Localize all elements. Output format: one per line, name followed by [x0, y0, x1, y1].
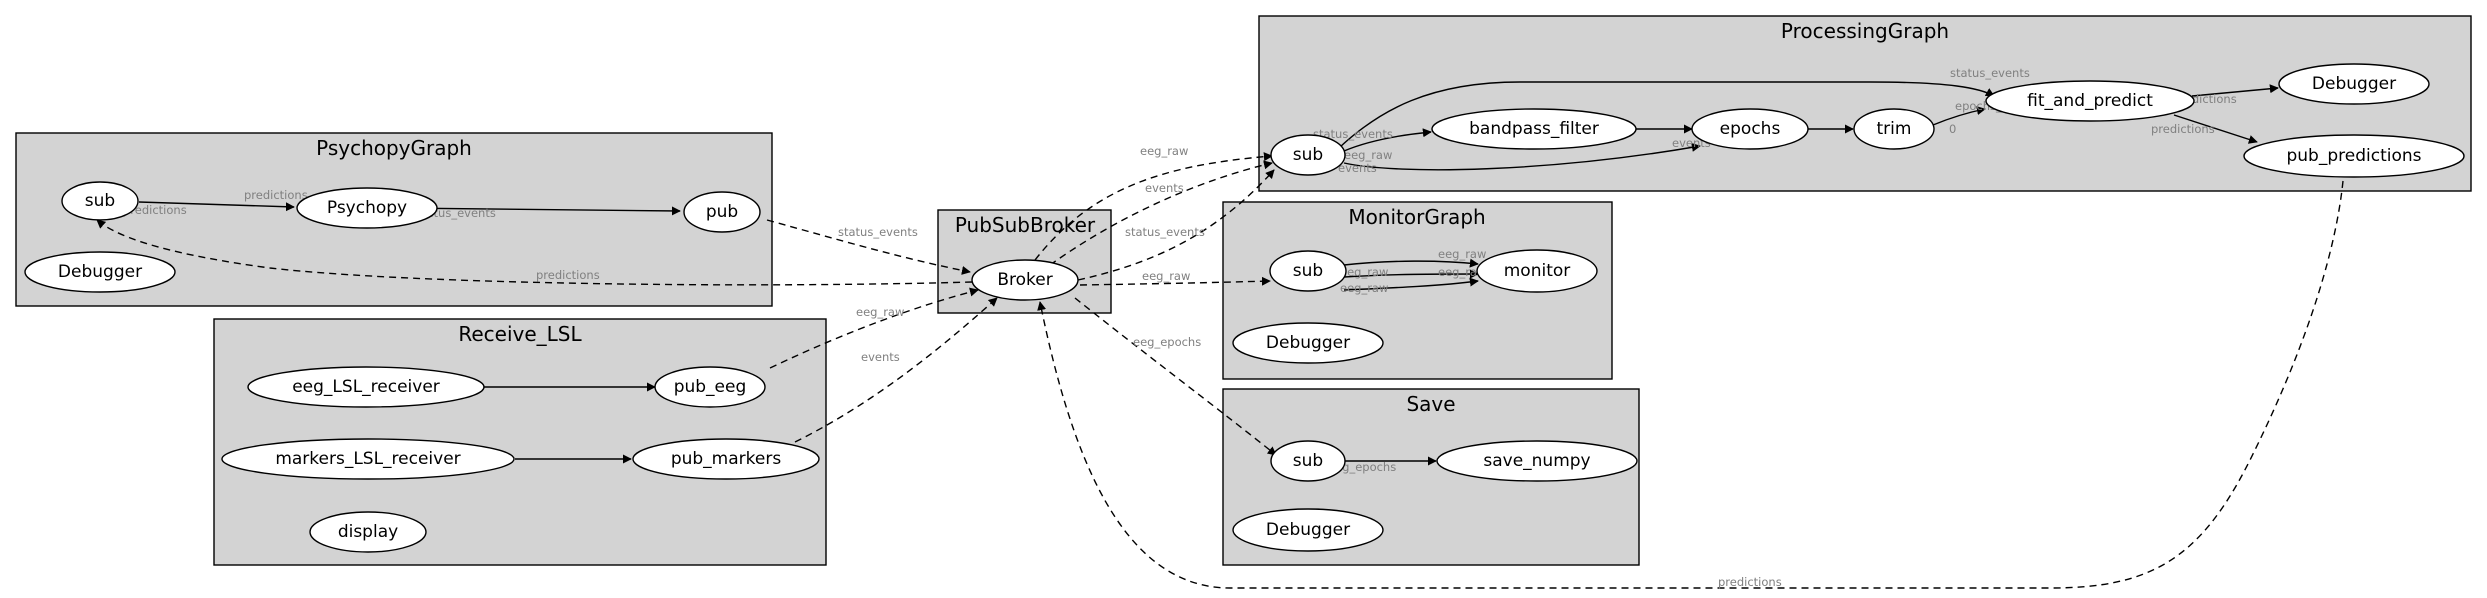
- edge-mon-sub-to-monitor-3: [1343, 277, 1479, 291]
- edge-proc-sub-to-bandpass: [1343, 128, 1432, 152]
- node-label: Debugger: [1266, 333, 1350, 353]
- edge-label: eeg_raw: [856, 305, 904, 319]
- node-trim[interactable]: trim: [1853, 108, 1935, 150]
- edge-fit-to-debugger: [2191, 84, 2279, 97]
- node-save-sub[interactable]: sub: [1270, 440, 1346, 482]
- node-label: display: [338, 522, 398, 542]
- edge-label: 0: [1949, 122, 1956, 136]
- edge-label: predictions: [123, 203, 187, 217]
- node-label: sub: [1293, 145, 1323, 165]
- node-markers-lsl-receiver[interactable]: markers_LSL_receiver: [221, 438, 515, 480]
- edge-proc-sub-to-epochs: [1343, 142, 1701, 171]
- edge-psy-sub-to-psychopy: [138, 201, 295, 212]
- edge-broker-to-psy-sub: [96, 219, 973, 286]
- cluster-title-pubsub: PubSubBroker: [955, 213, 1096, 237]
- edge-label: eeg_raw: [1340, 281, 1388, 295]
- node-label: pub_markers: [671, 449, 782, 469]
- cluster-title-save: Save: [1406, 392, 1455, 416]
- cluster-title-receive: Receive_LSL: [458, 322, 582, 346]
- node-label: Debugger: [1266, 520, 1350, 540]
- node-psychopy-sub[interactable]: sub: [61, 181, 139, 221]
- edge-broker-to-proc-sub-events: [1049, 160, 1273, 266]
- edge-label: events: [861, 350, 900, 364]
- cluster-title-processing: ProcessingGraph: [1781, 19, 1949, 43]
- edge-trim-to-fit: [1932, 106, 1986, 126]
- node-fit-and-predict[interactable]: fit_and_predict: [1985, 80, 2195, 122]
- node-psychopy-debugger[interactable]: Debugger: [24, 251, 176, 293]
- edge-pub-to-broker: [766, 219, 971, 275]
- node-label: trim: [1877, 119, 1912, 139]
- node-label: epochs: [1720, 119, 1781, 139]
- node-epochs[interactable]: epochs: [1691, 108, 1809, 150]
- edge-mon-sub-to-monitor-2: [1343, 269, 1479, 279]
- node-label: pub_predictions: [2286, 146, 2421, 166]
- edge-label: events: [1145, 181, 1184, 195]
- edge-mon-sub-to-monitor-1: [1343, 258, 1479, 268]
- cluster-title-monitor: MonitorGraph: [1348, 205, 1485, 229]
- edge-label: status_events: [838, 225, 918, 239]
- edge-pub-markers-to-broker: [794, 297, 998, 443]
- node-monitor-sub[interactable]: sub: [1269, 250, 1347, 292]
- node-psychopy-pub[interactable]: pub: [683, 191, 761, 233]
- node-label: fit_and_predict: [2027, 91, 2153, 111]
- node-pub-markers[interactable]: pub_markers: [632, 438, 820, 480]
- node-label: eeg_LSL_receiver: [292, 377, 440, 397]
- node-save-debugger[interactable]: Debugger: [1232, 508, 1384, 552]
- node-monitor-debugger[interactable]: Debugger: [1232, 322, 1384, 364]
- edge-label: predictions: [244, 188, 308, 202]
- edge-label: eeg_raw: [1142, 269, 1190, 283]
- edge-psychopy-to-pub: [395, 206, 681, 216]
- edge-pub-eeg-to-broker: [769, 287, 979, 369]
- edge-label: status_events: [1313, 127, 1393, 141]
- node-monitor[interactable]: monitor: [1476, 249, 1598, 293]
- node-processing-sub[interactable]: sub: [1270, 134, 1346, 176]
- edge-proc-sub-to-fit-status: [1339, 81, 1995, 148]
- edge-label: eeg_raw: [1438, 265, 1486, 279]
- node-processing-debugger[interactable]: Debugger: [2278, 63, 2430, 105]
- node-label: pub: [706, 202, 738, 222]
- node-label: pub_eeg: [674, 377, 747, 397]
- node-label: Debugger: [2312, 74, 2396, 94]
- edge-pub-predictions-to-broker: [1037, 180, 2344, 589]
- edge-label: status_events: [1950, 66, 2030, 80]
- node-label: Debugger: [58, 262, 142, 282]
- node-label: monitor: [1504, 261, 1571, 281]
- edge-broker-to-proc-sub-eeg: [1034, 152, 1273, 261]
- node-label: Psychopy: [327, 198, 407, 218]
- edge-label: eeg_raw: [1340, 265, 1388, 279]
- edge-fit-to-pub-predictions: [2173, 114, 2258, 144]
- node-label: bandpass_filter: [1469, 119, 1599, 139]
- node-label: sub: [85, 191, 115, 211]
- edge-label: eeg_raw: [1438, 247, 1486, 261]
- node-pub-eeg[interactable]: pub_eeg: [654, 366, 766, 408]
- node-display[interactable]: display: [309, 511, 427, 553]
- node-save-numpy[interactable]: save_numpy: [1436, 440, 1638, 482]
- edge-label: events: [1338, 161, 1377, 175]
- node-psychopy[interactable]: Psychopy: [296, 187, 438, 229]
- edge-label: eeg_raw: [1344, 148, 1392, 162]
- node-broker[interactable]: Broker: [971, 259, 1079, 301]
- edge-label: eeg_epochs: [1133, 335, 1201, 349]
- node-eeg-lsl-receiver[interactable]: eeg_LSL_receiver: [247, 366, 485, 408]
- node-label: save_numpy: [1483, 451, 1590, 471]
- edge-label: predictions: [536, 268, 600, 282]
- edge-broker-to-proc-sub-status: [1077, 169, 1275, 281]
- node-label: markers_LSL_receiver: [275, 449, 460, 469]
- edge-label: status_events: [1125, 225, 1205, 239]
- node-bandpass-filter[interactable]: bandpass_filter: [1431, 108, 1637, 150]
- node-pub-predictions[interactable]: pub_predictions: [2243, 134, 2465, 178]
- edge-label: predictions: [1718, 575, 1782, 589]
- edge-label: eeg_raw: [1140, 144, 1188, 158]
- cluster-title-psychopy: PsychopyGraph: [316, 136, 472, 160]
- node-label: sub: [1293, 261, 1323, 281]
- node-label: Broker: [997, 270, 1052, 290]
- node-label: sub: [1293, 451, 1323, 471]
- edge-label: predictions: [2151, 122, 2215, 136]
